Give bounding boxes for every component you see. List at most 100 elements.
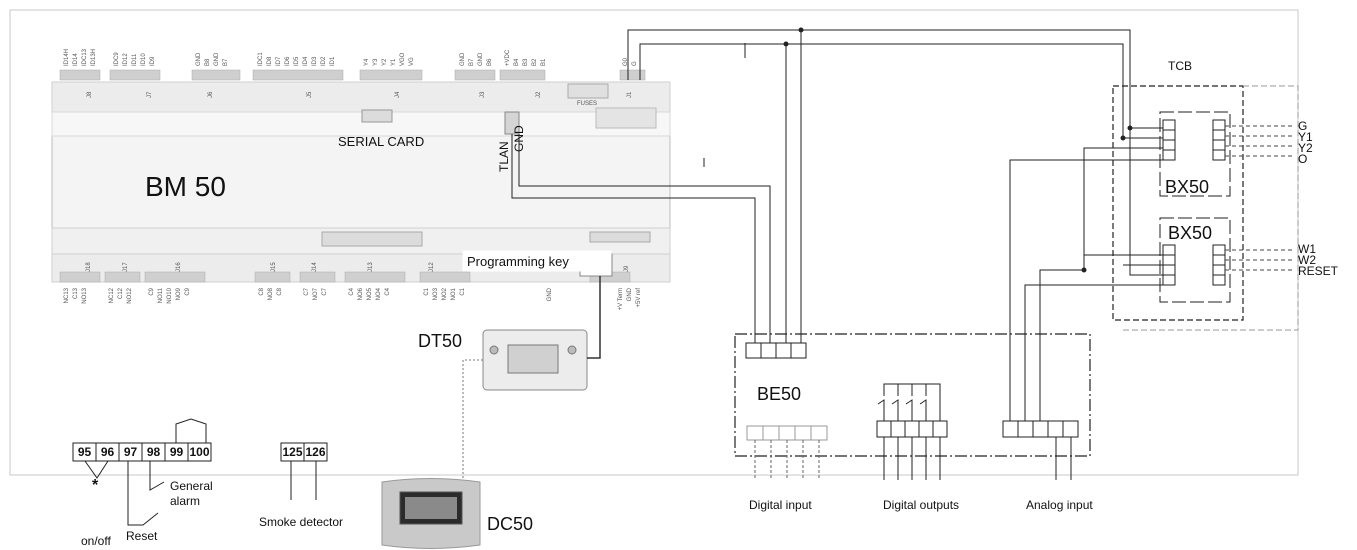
- pin-label-j18-0: NC13: [64, 287, 70, 303]
- pin-label-j5-8: ID1: [330, 56, 336, 66]
- pin-label-j13-2: NO5: [367, 287, 373, 300]
- terminal-label-126: 126: [305, 445, 325, 459]
- pin-label-j4-1: Y3: [373, 58, 379, 66]
- dt50-cable: [587, 276, 601, 359]
- general-alarm-contact: [175, 418, 207, 443]
- connector-labels-bottom: J18 J17 J16 J15 J14 J13 J12 J9: [86, 262, 630, 272]
- pin-label-j5-5: ID4: [303, 56, 309, 66]
- tcb-output-o: O: [1298, 152, 1307, 166]
- connector-labels-top: J8 J7 J6 J5 J4 J3 J2 J1: [87, 91, 633, 98]
- pin-label-j8-3: ID13H: [91, 49, 97, 66]
- pin-label-j9-2: +5V ref: [636, 288, 642, 308]
- pin-label-j12-3: NO1: [451, 287, 457, 300]
- pin-label-j2-1: B4: [514, 58, 520, 66]
- serial-card-label: SERIAL CARD: [338, 134, 424, 149]
- pin-label-j4-0: Y4: [364, 58, 370, 66]
- pin-label-j6-0: GND: [196, 52, 202, 66]
- bx50-bottom-box: [1159, 217, 1231, 303]
- terminal-label-95: 95: [78, 445, 92, 459]
- general-alarm-label-1: General: [170, 479, 213, 493]
- connector-j15: J15: [271, 262, 277, 272]
- pin-label-j1-0: G0: [623, 57, 629, 66]
- terminal-label-97: 97: [124, 445, 138, 459]
- connector-j3: J3: [480, 91, 486, 98]
- pin-label-j13-1: NO6: [358, 287, 364, 300]
- pin-label-j9-1: GND: [627, 287, 633, 301]
- pin-label-j6-1: B8: [205, 58, 211, 66]
- connector-j9: J9: [624, 265, 630, 272]
- pin-label-j12-0: C1: [424, 287, 430, 295]
- pin-label-j17-1: C12: [118, 287, 124, 299]
- terminal-label-98: 98: [147, 445, 161, 459]
- pin-label-j17-2: NO12: [127, 287, 133, 303]
- tcb-output-w1: W1: [1298, 242, 1316, 256]
- pin-label-j8-1: ID14: [73, 53, 79, 66]
- pin-label-j2-2: B3: [523, 58, 529, 66]
- pin-label-j7-2: ID11: [132, 53, 138, 66]
- connector-j2: J2: [536, 91, 542, 98]
- tcb-label: TCB: [1168, 59, 1192, 73]
- asterisk-label: *: [92, 477, 99, 494]
- pin-label-j4-2: Y2: [382, 58, 388, 66]
- pin-label-j14-0: C7: [304, 287, 310, 295]
- tcb-output-lines: [1225, 125, 1295, 271]
- wiring: [511, 27, 1163, 421]
- digital-output-contacts: [877, 383, 941, 480]
- pin-label-j8-2: IDC13: [82, 48, 88, 66]
- bx50-top-label: BX50: [1165, 177, 1209, 197]
- connector-j8: J8: [87, 91, 93, 98]
- pin-label-j7-3: ID10: [141, 53, 147, 66]
- pin-label-j14-1: NO7: [313, 287, 319, 300]
- analog-input-terminal: [1002, 420, 1079, 438]
- pin-label-j5-7: ID2: [321, 56, 327, 66]
- pin-label-j16-1: NO11: [158, 287, 164, 303]
- programming-key-label: Programming key: [467, 254, 569, 269]
- connector-j4: J4: [395, 91, 401, 98]
- digital-outputs-label: Digital outputs: [883, 498, 959, 512]
- pin-label-j4-4: VGO: [400, 52, 406, 66]
- dt50-terminal: [482, 329, 588, 391]
- connector-j6: J6: [208, 91, 214, 98]
- onoff-wires: [84, 460, 109, 479]
- pin-label-j7-4: ID9: [150, 56, 156, 66]
- connector-j7: J7: [147, 91, 153, 98]
- bx50-bottom-label: BX50: [1168, 223, 1212, 243]
- pin-label-j7-0: IDC9: [114, 52, 120, 66]
- pin-label-j9-0: +V Term: [618, 288, 624, 310]
- pin-label-j5-3: ID6: [285, 56, 291, 66]
- tcb-output-y1: Y1: [1298, 130, 1313, 144]
- pin-label-j4-5: VG: [409, 57, 415, 66]
- connector-j1: J1: [627, 91, 633, 98]
- pin-label-j13-0: C4: [349, 287, 355, 295]
- dc50-terminal: [381, 478, 481, 549]
- pin-label-j15-0: C8: [259, 287, 265, 295]
- programming-key-box[interactable]: [462, 250, 612, 272]
- pin-label-j15-2: C8: [277, 287, 283, 295]
- pin-label-j3-3: B6: [487, 58, 493, 66]
- dt50-label: DT50: [418, 331, 462, 351]
- pin-label-j16-3: NO9: [176, 287, 182, 300]
- pin-label-j18-2: NO13: [82, 287, 88, 303]
- pin-label-gnd_block-0: GND: [547, 287, 553, 301]
- digital-output-terminal: [876, 420, 948, 438]
- connector-j12: J12: [429, 262, 435, 272]
- pin-label-j7-1: ID12: [123, 53, 129, 66]
- pin-label-j5-6: ID3: [312, 56, 318, 66]
- bm50-label: BM 50: [145, 171, 226, 202]
- pin-label-j5-0: IDC1: [258, 52, 264, 66]
- pin-label-j5-2: ID7: [276, 56, 282, 66]
- pin-label-j13-4: C4: [385, 287, 391, 295]
- pin-label-j17-0: NC12: [109, 287, 115, 303]
- analog-input-label: Analog input: [1026, 498, 1093, 512]
- be50-label: BE50: [757, 384, 801, 404]
- tcb-shield-outline: [1120, 85, 1299, 331]
- pin-label-j18-1: C13: [73, 287, 79, 299]
- pin-label-j8-0: ID14H: [64, 49, 70, 66]
- pin-label-j5-4: ID5: [294, 56, 300, 66]
- pin-label-j2-0: +VDC: [505, 49, 511, 66]
- be50-box: [734, 333, 1091, 457]
- terminal-100: [187, 442, 212, 462]
- pin-label-j15-1: NO8: [268, 287, 274, 300]
